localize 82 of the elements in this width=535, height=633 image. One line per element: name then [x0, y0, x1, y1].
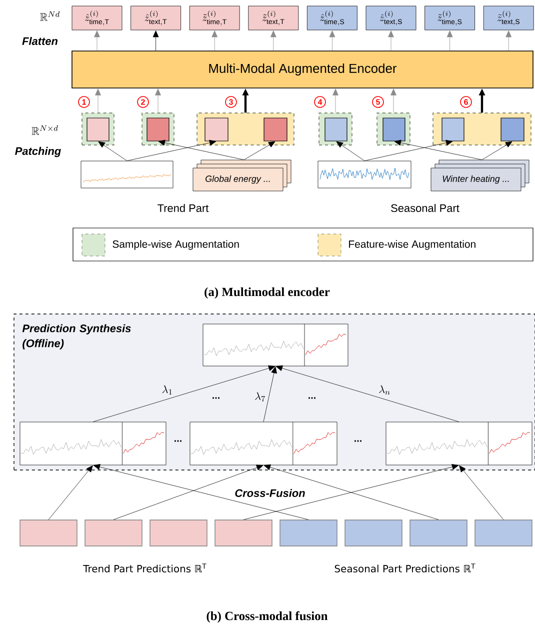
prediction-box: [84, 520, 142, 546]
ellipsis: ...: [174, 440, 182, 442]
prediction-box: [20, 520, 78, 546]
patch-square: [442, 118, 464, 142]
forecast-chart: [190, 422, 338, 466]
arrow: [155, 88, 161, 113]
arrow: [332, 88, 338, 113]
arrow: [388, 30, 394, 51]
time-series-chart: [318, 160, 412, 188]
vector-box: $\tilde{z}^{(i)}_{\mathrm{text},\mathrm{S}}$: [483, 6, 534, 30]
arrow: [482, 141, 512, 160]
vector-box: $\tilde{z}^{(i)}_{\mathrm{text},\mathrm{T}}$: [248, 6, 299, 30]
time-series-chart: [80, 160, 174, 188]
patch-square: [500, 118, 524, 142]
arrow: [506, 30, 512, 51]
arrow: [336, 141, 365, 161]
forecast-chart: [386, 422, 532, 466]
arrow: [98, 141, 128, 161]
prediction-box: [344, 520, 402, 546]
prediction-box: [410, 520, 468, 546]
text-document-stack: Global energy ...: [192, 160, 292, 192]
space-label: $\mathbb{R}^{N\times d}$: [32, 125, 58, 135]
vector-box: $\hat{z}^{(i)}_{\mathrm{text},\mathrm{T}}$: [130, 6, 181, 30]
prediction-box: [280, 520, 338, 546]
group-label: Seasonal Part Predictions ℝ$^{T}$: [334, 564, 476, 572]
forecast-chart: [202, 324, 348, 366]
row-label: Patching: [15, 146, 61, 158]
vector-box: $\hat{z}^{(i)}_{\mathrm{time},\mathrm{S}}$: [307, 6, 358, 30]
ellipsis: ...: [354, 440, 362, 442]
arrow: [276, 365, 460, 422]
arrow: [48, 465, 93, 520]
space-label: $\mathbb{R}^{Nd}$: [40, 11, 60, 21]
ellipsis: ...: [212, 397, 220, 399]
arrow: [95, 88, 101, 113]
vector-box: $\hat{z}^{(i)}_{\mathrm{time},\mathrm{T}}$: [72, 6, 122, 30]
arrow: [113, 464, 264, 520]
arrow: [394, 140, 482, 160]
prediction-box: [474, 520, 532, 546]
text-document-stack: Winter heating ...: [430, 160, 530, 192]
patch-square: [204, 118, 228, 142]
vector-box: $\tilde{z}^{(i)}_{\mathrm{time},\mathrm{S}}$: [424, 6, 475, 30]
arrow: [93, 464, 309, 520]
arrow: [264, 464, 439, 520]
group-label: Trend Part Predictions ℝ$^{T}$: [83, 564, 206, 572]
caption: (a) Multimodal encoder: [204, 287, 330, 299]
prediction-box: [150, 520, 208, 546]
group-label: Seasonal Part: [391, 204, 460, 212]
arrow: [92, 365, 276, 422]
caption: (b) Cross-modal fusion: [206, 611, 328, 623]
vector-box: $\hat{z}^{(i)}_{\mathrm{text},\mathrm{S}}$: [366, 6, 416, 30]
encoder-box: Multi-Modal Augmented Encoder: [72, 50, 534, 88]
edge-label: $\lambda_n$: [378, 384, 392, 396]
arrow: [364, 140, 453, 161]
arrow: [158, 140, 244, 160]
arrow: [126, 140, 216, 161]
arrow: [152, 30, 159, 51]
arrow: [94, 30, 100, 51]
edge-label: $\lambda_7$: [254, 391, 267, 402]
arrow: [244, 141, 276, 160]
arrow: [263, 366, 277, 422]
arrow: [243, 464, 459, 520]
row-label: Flatten: [22, 36, 58, 46]
legend-text: Feature-wise Augmentation: [349, 240, 476, 250]
arrow: [212, 30, 218, 51]
arrow: [446, 30, 453, 51]
patch-square: [382, 118, 406, 142]
arrow: [270, 30, 276, 51]
arrow: [329, 30, 336, 51]
forecast-chart: [20, 422, 166, 466]
ellipsis: ...: [308, 397, 316, 399]
patch-square: [324, 118, 348, 142]
arrow: [459, 465, 504, 520]
vector-box: $\tilde{z}^{(i)}_{\mathrm{time},\mathrm{T}}$: [189, 6, 240, 30]
arrow: [390, 88, 396, 113]
group-label: Trend Part: [158, 204, 209, 212]
panel-heading: Prediction Synthesis (Offline): [22, 324, 131, 350]
fusion-label: Cross-Fusion: [234, 488, 306, 498]
prediction-box: [214, 520, 272, 546]
patch-square: [86, 118, 110, 142]
patch-square: [146, 118, 170, 142]
patch-square: [264, 118, 288, 142]
legend-text: Sample-wise Augmentation: [112, 240, 239, 250]
